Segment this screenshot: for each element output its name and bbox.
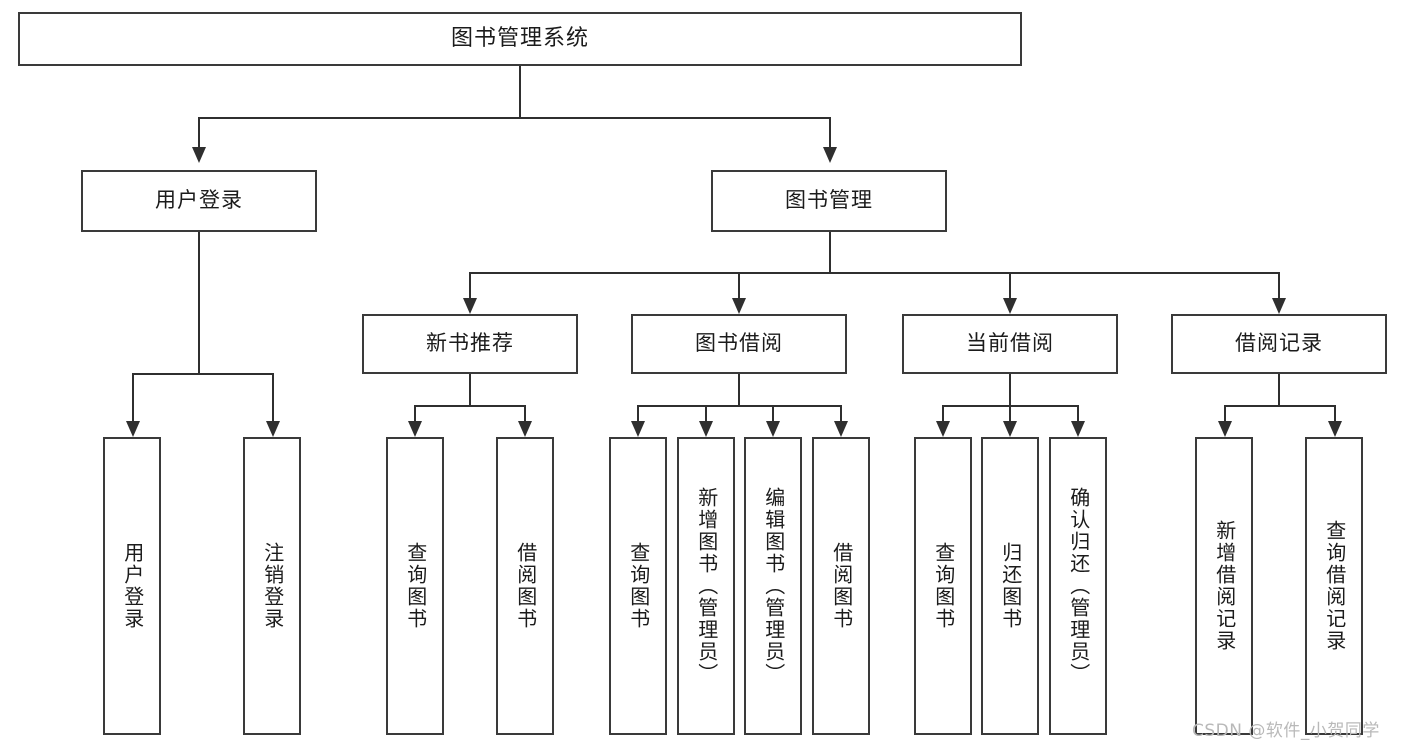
node-label: 用户登录 <box>155 188 243 213</box>
node-label: 借阅图书 <box>829 542 854 630</box>
connector-level3-drop-3 <box>1009 272 1011 298</box>
node-book-borrow[interactable]: 图书借阅 <box>631 314 847 374</box>
leaf-bookborrow-edit-book-admin[interactable]: 编辑图书（管理员） <box>744 437 802 735</box>
arrowhead-currentborrow-3 <box>1071 421 1085 437</box>
csdn-watermark: CSDN @软件_小贺同学 <box>1192 721 1380 741</box>
arrowhead-newbook-2 <box>518 421 532 437</box>
connector-user-login-stem <box>198 232 200 373</box>
leaf-bookborrow-add-book-admin[interactable]: 新增图书（管理员） <box>677 437 735 735</box>
connector-newbook-bus <box>414 405 526 407</box>
leaf-borrowrecord-add-record[interactable]: 新增借阅记录 <box>1195 437 1253 735</box>
node-label: 新增图书（管理员） <box>694 487 719 685</box>
node-current-borrow[interactable]: 当前借阅 <box>902 314 1118 374</box>
connector-borrowrecord-stem <box>1278 374 1280 405</box>
connector-borrowrecord-bus <box>1224 405 1336 407</box>
connector-currentborrow-drop-1 <box>942 405 944 421</box>
connector-currentborrow-drop-3 <box>1077 405 1079 421</box>
arrowhead-level2-left <box>192 147 206 163</box>
connector-currentborrow-drop-2 <box>1009 405 1011 421</box>
node-label: 新增借阅记录 <box>1212 520 1237 652</box>
connector-borrowrecord-drop-2 <box>1334 405 1336 421</box>
connector-currentborrow-stem <box>1009 374 1011 405</box>
connector-level3-drop-4 <box>1278 272 1280 298</box>
connector-level3-drop-1 <box>469 272 471 298</box>
connector-bookborrow-stem <box>738 374 740 405</box>
connector-level2-drop-right <box>829 117 831 147</box>
leaf-newbook-borrow-book[interactable]: 借阅图书 <box>496 437 554 735</box>
connector-bookborrow-drop-3 <box>772 405 774 421</box>
arrowhead-bookborrow-3 <box>766 421 780 437</box>
leaf-currentborrow-confirm-return-admin[interactable]: 确认归还（管理员） <box>1049 437 1107 735</box>
arrowhead-bookborrow-4 <box>834 421 848 437</box>
leaf-bookborrow-query-book[interactable]: 查询图书 <box>609 437 667 735</box>
arrowhead-level3-4 <box>1272 298 1286 314</box>
arrowhead-user-login-2 <box>266 421 280 437</box>
leaf-user-login-login[interactable]: 用户登录 <box>103 437 161 735</box>
connector-bookborrow-drop-1 <box>637 405 639 421</box>
connector-book-mgmt-stem <box>829 232 831 272</box>
node-user-login[interactable]: 用户登录 <box>81 170 317 232</box>
node-label: 图书管理 <box>785 188 873 213</box>
node-label: 确认归还（管理员） <box>1066 487 1091 685</box>
leaf-newbook-query-book[interactable]: 查询图书 <box>386 437 444 735</box>
arrowhead-borrowrecord-2 <box>1328 421 1342 437</box>
connector-user-login-drop-1 <box>132 373 134 421</box>
arrowhead-currentborrow-1 <box>936 421 950 437</box>
connector-level2-bus <box>198 117 831 119</box>
arrowhead-level3-1 <box>463 298 477 314</box>
node-label: 用户登录 <box>120 542 145 630</box>
connector-newbook-drop-2 <box>524 405 526 421</box>
leaf-borrowrecord-query-record[interactable]: 查询借阅记录 <box>1305 437 1363 735</box>
node-root-system[interactable]: 图书管理系统 <box>18 12 1022 66</box>
connector-borrowrecord-drop-1 <box>1224 405 1226 421</box>
connector-user-login-bus <box>132 373 274 375</box>
connector-root-stem <box>519 66 521 117</box>
node-label: 图书管理系统 <box>450 25 589 51</box>
node-label: 当前借阅 <box>966 331 1054 356</box>
arrowhead-level3-3 <box>1003 298 1017 314</box>
arrowhead-bookborrow-1 <box>631 421 645 437</box>
connector-bookborrow-drop-4 <box>840 405 842 421</box>
arrowhead-borrowrecord-1 <box>1218 421 1232 437</box>
arrowhead-level2-right <box>823 147 837 163</box>
node-label: 新书推荐 <box>426 331 514 356</box>
leaf-user-login-logout[interactable]: 注销登录 <box>243 437 301 735</box>
node-book-management[interactable]: 图书管理 <box>711 170 947 232</box>
node-label: 借阅图书 <box>513 542 538 630</box>
node-borrow-record[interactable]: 借阅记录 <box>1171 314 1387 374</box>
connector-level3-drop-2 <box>738 272 740 298</box>
node-label: 编辑图书（管理员） <box>761 487 786 685</box>
node-label: 查询借阅记录 <box>1322 520 1347 652</box>
node-label: 查询图书 <box>626 542 651 630</box>
connector-newbook-stem <box>469 374 471 405</box>
node-label: 图书借阅 <box>695 331 783 356</box>
arrowhead-user-login-1 <box>126 421 140 437</box>
node-label: 借阅记录 <box>1235 331 1323 356</box>
connector-level2-drop-left <box>198 117 200 147</box>
arrowhead-level3-2 <box>732 298 746 314</box>
leaf-bookborrow-borrow-book[interactable]: 借阅图书 <box>812 437 870 735</box>
leaf-currentborrow-query-book[interactable]: 查询图书 <box>914 437 972 735</box>
connector-bookborrow-drop-2 <box>705 405 707 421</box>
connector-newbook-drop-1 <box>414 405 416 421</box>
arrowhead-currentborrow-2 <box>1003 421 1017 437</box>
connector-bookborrow-bus <box>637 405 842 407</box>
connector-user-login-drop-2 <box>272 373 274 421</box>
node-label: 查询图书 <box>403 542 428 630</box>
arrowhead-bookborrow-2 <box>699 421 713 437</box>
node-new-book-recommend[interactable]: 新书推荐 <box>362 314 578 374</box>
node-label: 查询图书 <box>931 542 956 630</box>
node-label: 注销登录 <box>260 542 285 630</box>
connector-level3-bus <box>469 272 1280 274</box>
node-label: 归还图书 <box>998 542 1023 630</box>
leaf-currentborrow-return-book[interactable]: 归还图书 <box>981 437 1039 735</box>
arrowhead-newbook-1 <box>408 421 422 437</box>
